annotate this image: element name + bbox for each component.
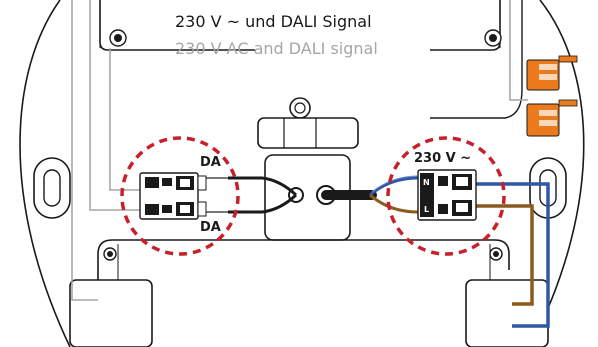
label-230v: 230 V ~ <box>414 151 471 166</box>
neutral-wire <box>474 182 550 328</box>
mains-connector: N L <box>417 169 477 221</box>
live-wire <box>474 204 534 306</box>
pin-label-n: N <box>423 178 430 187</box>
screw-bottom-left <box>103 247 117 261</box>
dali-wire-top <box>228 176 298 197</box>
mounting-slot-left <box>33 157 71 219</box>
bottom-plate <box>97 239 510 347</box>
screw-top-left <box>109 29 127 47</box>
title-german: 230 V ~ und DALI Signal <box>175 12 372 31</box>
label-da-bottom: DA <box>200 220 221 235</box>
highlight-mains <box>386 136 506 256</box>
dali-connector <box>139 172 207 220</box>
pin-label-l: L <box>424 205 429 214</box>
dali-wire-bottom <box>228 193 298 214</box>
label-da-top: DA <box>200 155 221 170</box>
guide-lines <box>71 0 528 301</box>
screw-top-right <box>484 29 502 47</box>
pad-bottom-left <box>69 279 153 347</box>
housing-outline <box>19 0 585 347</box>
neutral-wire-to-connector <box>369 176 419 197</box>
wago-connector-stack <box>526 55 578 137</box>
screw-bottom-right <box>489 247 503 261</box>
title-english: 230 V AC and DALI signal <box>175 39 378 58</box>
pad-bottom-right <box>465 279 549 347</box>
housing-inner-right <box>430 0 523 119</box>
neutral-wire-to-connector <box>371 175 419 193</box>
live-wire-to-connector <box>369 193 419 214</box>
central-bracket <box>257 97 359 149</box>
highlight-dali <box>120 136 240 256</box>
